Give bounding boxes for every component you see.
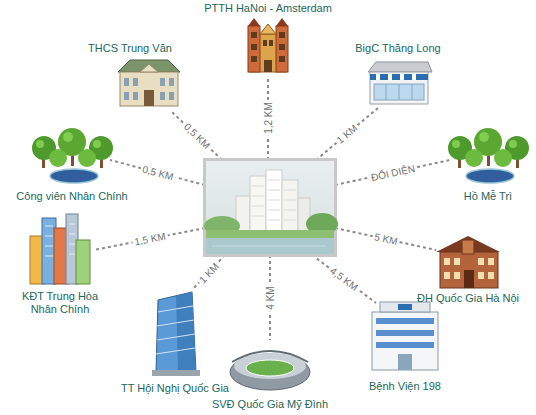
place-node: Hồ Mễ Trì	[464, 190, 512, 203]
place-node: KĐT Trung Hòa Nhân Chính	[14, 290, 106, 316]
place-node: PTTH HaNoi - Amsterdam	[204, 2, 332, 15]
place-name: KĐT Trung Hòa Nhân Chính	[14, 290, 106, 316]
supermarket-icon	[368, 62, 432, 104]
place-node: THCS Trung Văn	[88, 42, 172, 55]
distance-label: 1 KM	[333, 121, 361, 147]
place-node: SVĐ Quốc Gia Mỹ Đình	[212, 398, 328, 411]
place-name: Hồ Mễ Trì	[464, 190, 512, 203]
university-icon	[436, 236, 500, 288]
distance-label: 1,2 KM	[263, 100, 274, 136]
tower-icon	[152, 292, 200, 376]
place-node: ĐH Quốc Gia Hà Nội	[417, 292, 519, 305]
school-building-icon	[118, 60, 180, 106]
distance-lines	[94, 76, 450, 340]
distance-label: 4,5 KM	[326, 264, 361, 294]
place-name: Bệnh Viện 198	[369, 380, 441, 393]
lake-icon	[448, 128, 529, 183]
distance-label: 1,5 KM	[131, 230, 168, 248]
park-icon	[32, 128, 113, 183]
city-icon	[30, 214, 90, 284]
project-picture	[203, 158, 338, 257]
place-name: TT Hội Nghị Quốc Gia	[121, 382, 229, 395]
distance-label: 1 KM	[195, 259, 222, 286]
distance-label: 0,5 KM	[180, 120, 213, 153]
place-name: THCS Trung Văn	[88, 42, 172, 55]
place-node: Bệnh Viện 198	[369, 380, 441, 393]
place-name: PTTH HaNoi - Amsterdam	[204, 2, 332, 15]
place-node: Công viên Nhân Chính	[16, 190, 127, 203]
place-name: Công viên Nhân Chính	[16, 190, 127, 203]
school-building-icon	[248, 18, 288, 72]
distance-label: 0,5 KM	[139, 163, 176, 183]
place-node: BigC Thăng Long	[355, 42, 440, 55]
distance-label: ĐỐI DIỆN	[368, 162, 418, 183]
hospital-icon	[372, 302, 438, 370]
place-node: TT Hội Nghị Quốc Gia	[121, 382, 229, 395]
distance-label: 4 KM	[265, 284, 276, 311]
distance-label: 5 KM	[371, 231, 400, 248]
stadium-icon	[230, 351, 310, 390]
place-name: SVĐ Quốc Gia Mỹ Đình	[212, 398, 328, 411]
place-name: BigC Thăng Long	[355, 42, 440, 55]
place-name: ĐH Quốc Gia Hà Nội	[417, 292, 519, 305]
